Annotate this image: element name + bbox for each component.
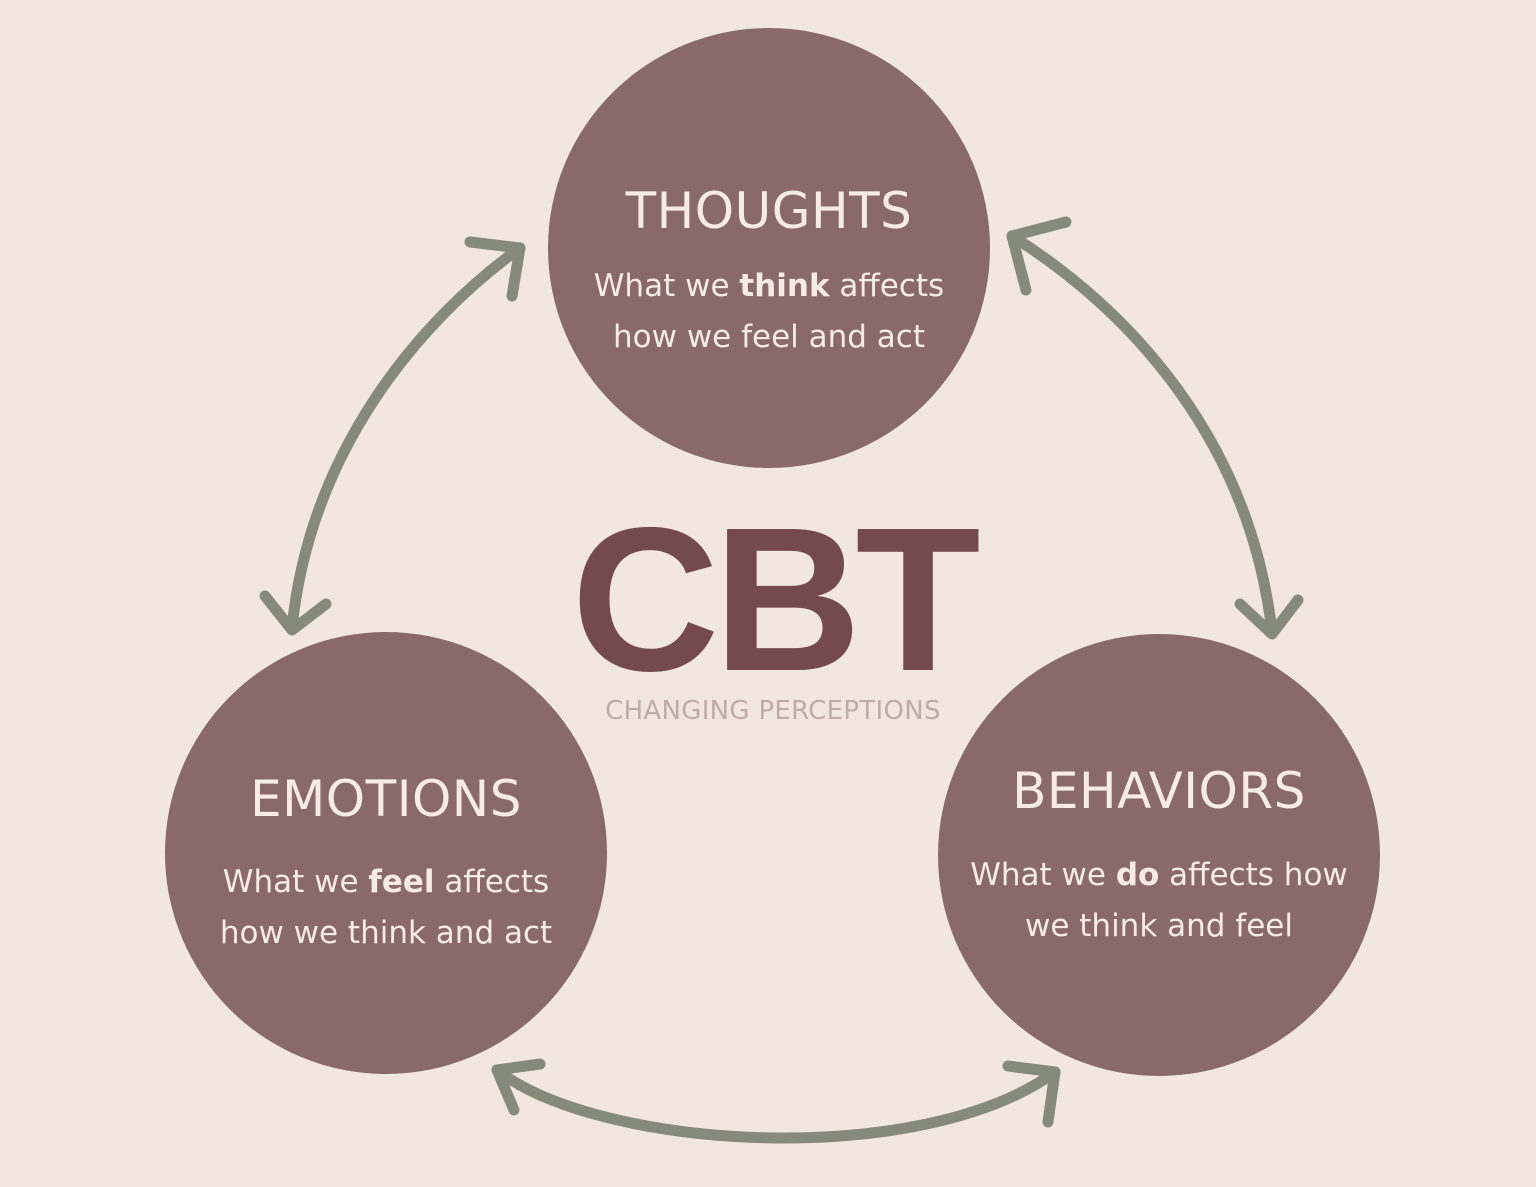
emotions-description-line2: how we think and act bbox=[219, 915, 553, 951]
desc-text: What we bbox=[222, 864, 369, 900]
behaviors-description-line2: we think and feel bbox=[1024, 908, 1293, 944]
desc-emphasis: feel bbox=[368, 864, 435, 900]
behaviors-circle: BEHAVIORS What we do affects how we thin… bbox=[938, 634, 1380, 1076]
desc-text: affects how bbox=[1159, 857, 1348, 893]
center-subtitle: CHANGING PERCEPTIONS bbox=[605, 696, 941, 726]
thoughts-circle: THOUGHTS What we think affects how we fe… bbox=[548, 28, 990, 468]
emotions-title: EMOTIONS bbox=[250, 770, 522, 828]
emotions-description-line1: What we feel affects bbox=[220, 857, 552, 908]
emotions-description: What we feel affects how we think and ac… bbox=[220, 857, 552, 959]
behaviors-description: What we do affects how we think and feel bbox=[970, 850, 1348, 952]
behaviors-title: BEHAVIORS bbox=[1012, 762, 1306, 820]
desc-emphasis: do bbox=[1115, 857, 1160, 893]
emotions-circle: EMOTIONS What we feel affects how we thi… bbox=[165, 632, 607, 1074]
desc-emphasis: think bbox=[739, 268, 830, 304]
desc-text: affects bbox=[829, 268, 945, 304]
thoughts-description-line2: how we feel and act bbox=[613, 319, 925, 355]
behaviors-description-line1: What we do affects how bbox=[970, 850, 1348, 901]
thoughts-description: What we think affects how we feel and ac… bbox=[594, 261, 944, 363]
center-title: CBT bbox=[571, 485, 980, 714]
desc-text: What we bbox=[593, 268, 740, 304]
thoughts-title: THOUGHTS bbox=[625, 182, 913, 240]
desc-text: affects bbox=[434, 864, 550, 900]
desc-text: What we bbox=[970, 857, 1116, 893]
thoughts-description-line1: What we think affects bbox=[594, 261, 944, 312]
